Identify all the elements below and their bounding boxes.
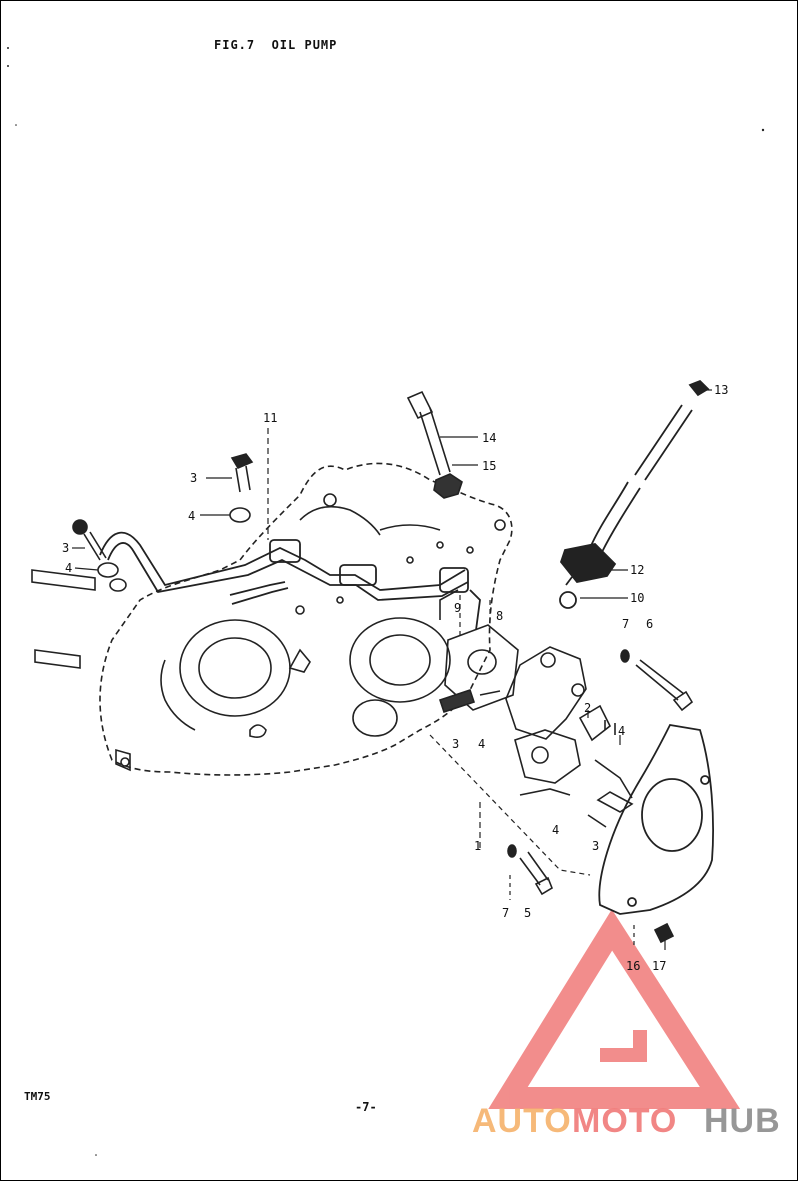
callout-14: 14	[482, 431, 496, 445]
callout-16: 16	[626, 959, 640, 973]
callout-13: 13	[714, 383, 728, 397]
callout-10: 10	[630, 591, 644, 605]
callout-4: 4	[552, 823, 559, 837]
model-code: TM75	[24, 1090, 51, 1103]
callout-11: 11	[263, 411, 277, 425]
page-number: -7-	[355, 1100, 377, 1114]
callout-7: 7	[622, 617, 629, 631]
bolt-3-upper	[229, 453, 254, 523]
watermark-text: AUTO MOTO HUB	[472, 1102, 781, 1140]
callout-9: 9	[454, 601, 461, 615]
crankcase	[99, 462, 513, 776]
callout-7: 7	[502, 906, 509, 920]
scan-speckles	[7, 47, 765, 1156]
watermark-part-moto: MOTO	[572, 1102, 677, 1140]
figure-title: FIG.7 OIL PUMP	[214, 38, 338, 52]
oil-hose	[559, 379, 710, 609]
callout-4: 4	[618, 724, 625, 738]
crankcase-studs	[31, 569, 96, 669]
oil-pipe	[99, 531, 481, 631]
callout-6: 6	[646, 617, 653, 631]
callout-3: 3	[190, 471, 197, 485]
callout-3: 3	[452, 737, 459, 751]
callout-labels: 11 3 4 3 4 14 15 13 12 10 7 6 9 8 2 4 3 …	[62, 383, 728, 973]
watermark-part-hub: HUB	[704, 1102, 781, 1140]
callout-5: 5	[524, 906, 531, 920]
callout-17: 17	[652, 959, 666, 973]
watermark-logo	[488, 909, 741, 1109]
callout-1: 1	[474, 839, 481, 853]
callout-3: 3	[62, 541, 69, 555]
callout-3: 3	[592, 839, 599, 853]
pump-cover	[598, 724, 714, 915]
callout-4: 4	[188, 509, 195, 523]
callout-15: 15	[482, 459, 496, 473]
oil-pump-assembly	[438, 624, 633, 799]
callout-2: 2	[584, 701, 591, 715]
bolt-14-nut-15	[406, 390, 463, 499]
watermark-part-auto: AUTO	[472, 1102, 572, 1140]
callout-12: 12	[630, 563, 644, 577]
left-banjo-bolt	[72, 519, 127, 592]
callout-4: 4	[478, 737, 485, 751]
callout-4: 4	[65, 561, 72, 575]
callout-8: 8	[496, 609, 503, 623]
leader-lines	[72, 389, 712, 950]
screws	[507, 649, 694, 944]
